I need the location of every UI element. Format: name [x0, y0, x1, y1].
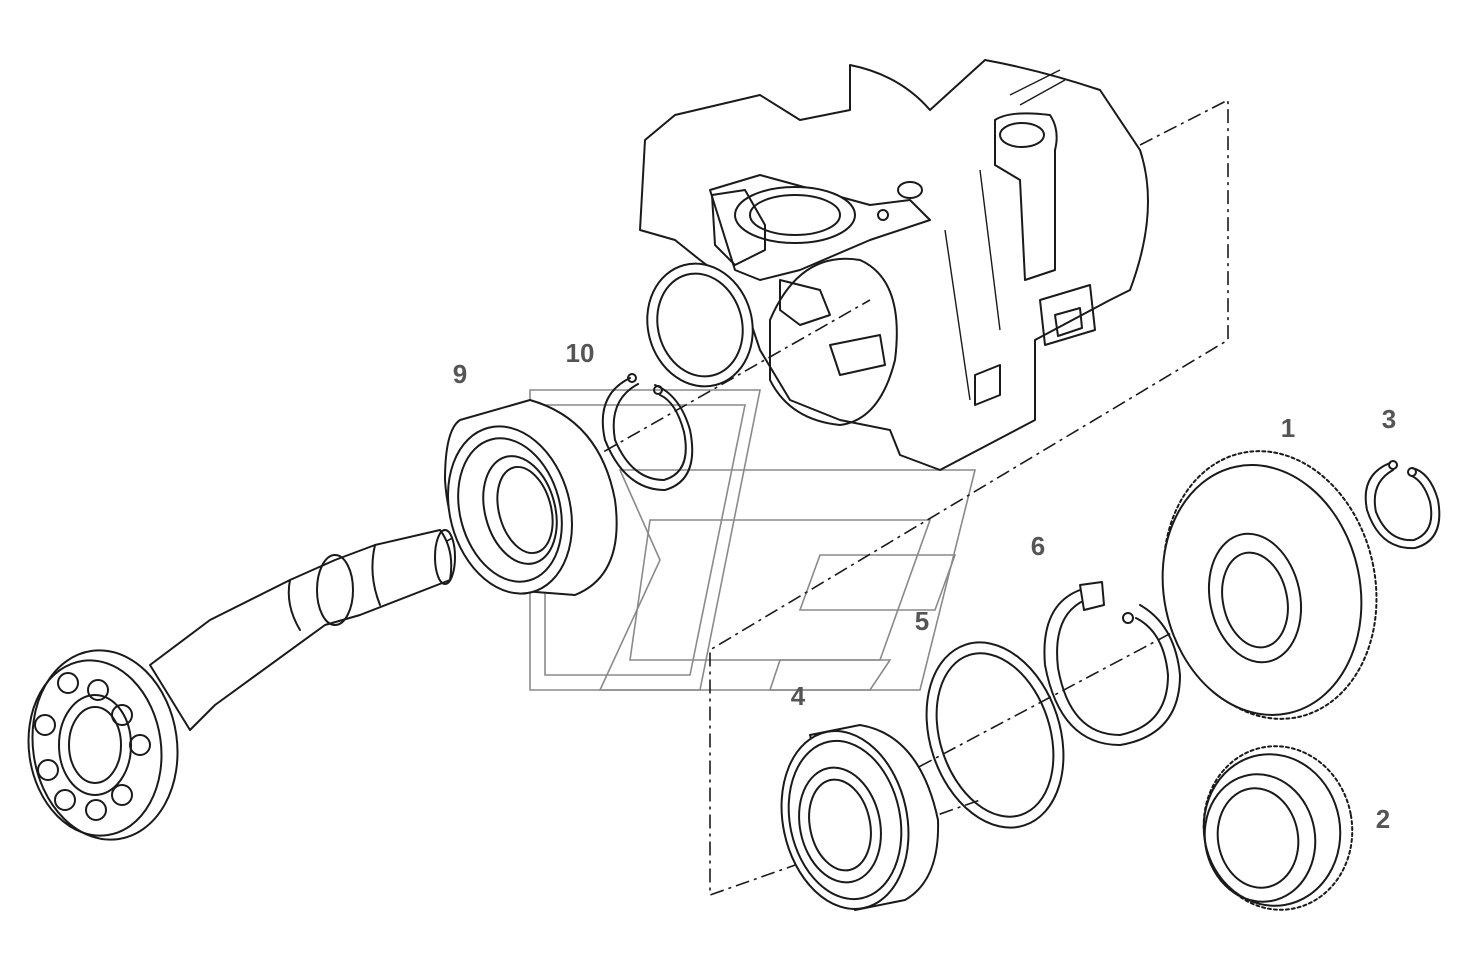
- part-6-snap-ring: [1043, 581, 1181, 746]
- callout-part-2: 2: [1376, 804, 1390, 834]
- callout-part-3: 3: [1382, 404, 1396, 434]
- callout-part-4: 4: [791, 681, 806, 711]
- transmission-housing: [639, 59, 1149, 471]
- shaft-flange: [27, 649, 179, 841]
- assembly-frame: [709, 98, 1229, 897]
- part-3-circlip: [1364, 460, 1441, 550]
- callout-part-6: 6: [1031, 531, 1045, 561]
- drive-shaft: [149, 529, 456, 731]
- callout-part-1: 1: [1281, 413, 1295, 443]
- part-5-shim-ring: [925, 641, 1065, 829]
- part-2-small-gear: [1202, 745, 1354, 911]
- part-10-snap-ring: [601, 373, 694, 491]
- part-9-ball-bearing: [444, 399, 618, 596]
- part-1-large-gear: [1161, 450, 1378, 720]
- callout-part-9: 9: [453, 359, 467, 389]
- callout-part-5: 5: [915, 606, 929, 636]
- callout-part-10: 10: [566, 338, 595, 368]
- part-4-roller-bearing: [780, 724, 940, 911]
- callout-labels: 1 2 3 4 5 6 9 10: [453, 338, 1396, 834]
